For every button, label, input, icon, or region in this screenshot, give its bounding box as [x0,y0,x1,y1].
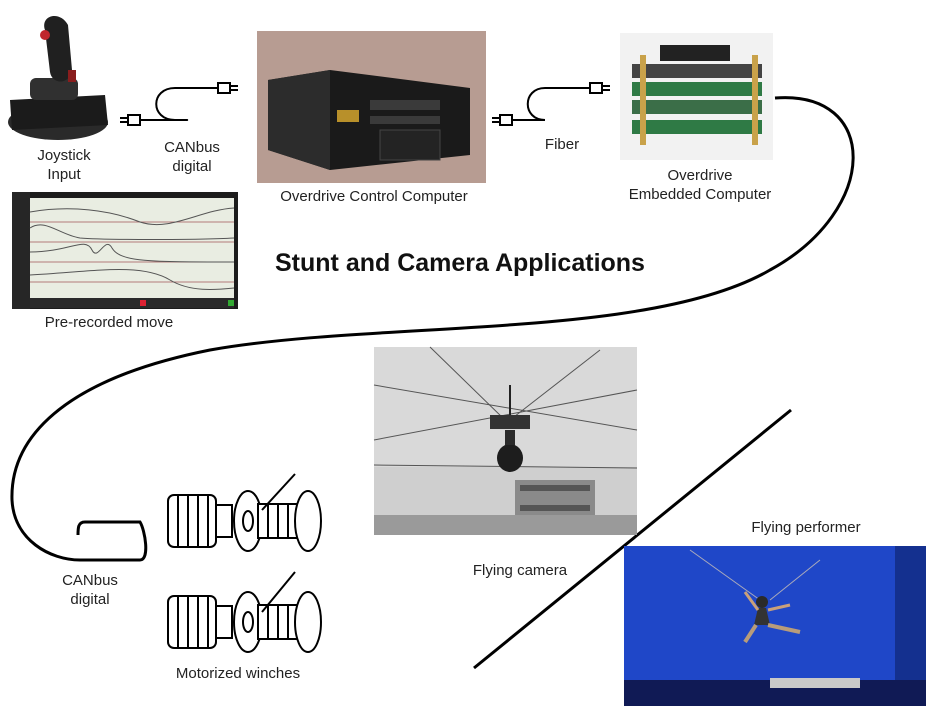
prerecorded-label: Pre-recorded move [44,314,174,331]
control-computer-image [257,31,486,183]
joystick-icon [8,15,108,140]
diagram-title: Stunt and Camera Applications [275,249,645,277]
winch-icon [167,473,322,552]
canbus-bottom-label: CANbus digital [48,571,132,609]
diagonal-divider [473,408,792,670]
prerecorded-move-graph [12,192,238,309]
canbus-bottom-label-line1: CANbus [62,572,118,589]
canbus-top-label-line1: CANbus [164,139,220,156]
winches-label: Motorized winches [175,665,301,682]
joystick-label-line1: Joystick [37,147,91,164]
embedded-computer-label: Overdrive Embedded Computer [605,166,795,204]
flying-camera-photo [373,346,638,535]
canbus-bottom-label-line2: digital [70,591,110,608]
embedded-label-line2: Embedded Computer [628,186,772,203]
flying-performer-photo [624,546,926,706]
canbus-top-label: CANbus digital [150,138,234,176]
winch-icon [167,571,322,653]
flying-performer-label: Flying performer [751,519,861,536]
control-computer-label: Overdrive Control Computer [280,188,468,205]
fiber-label: Fiber [544,136,580,153]
flying-camera-label: Flying camera [472,562,568,579]
embedded-to-winch-cable [10,96,855,562]
canbus-cable-icon [120,82,238,126]
joystick-label-line2: Input [47,166,81,183]
canbus-top-label-line2: digital [172,158,212,175]
embedded-computer-image [620,33,773,160]
joystick-label: Joystick Input [22,146,106,184]
embedded-label-line1: Overdrive [667,167,733,184]
fiber-cable-icon [492,82,610,126]
